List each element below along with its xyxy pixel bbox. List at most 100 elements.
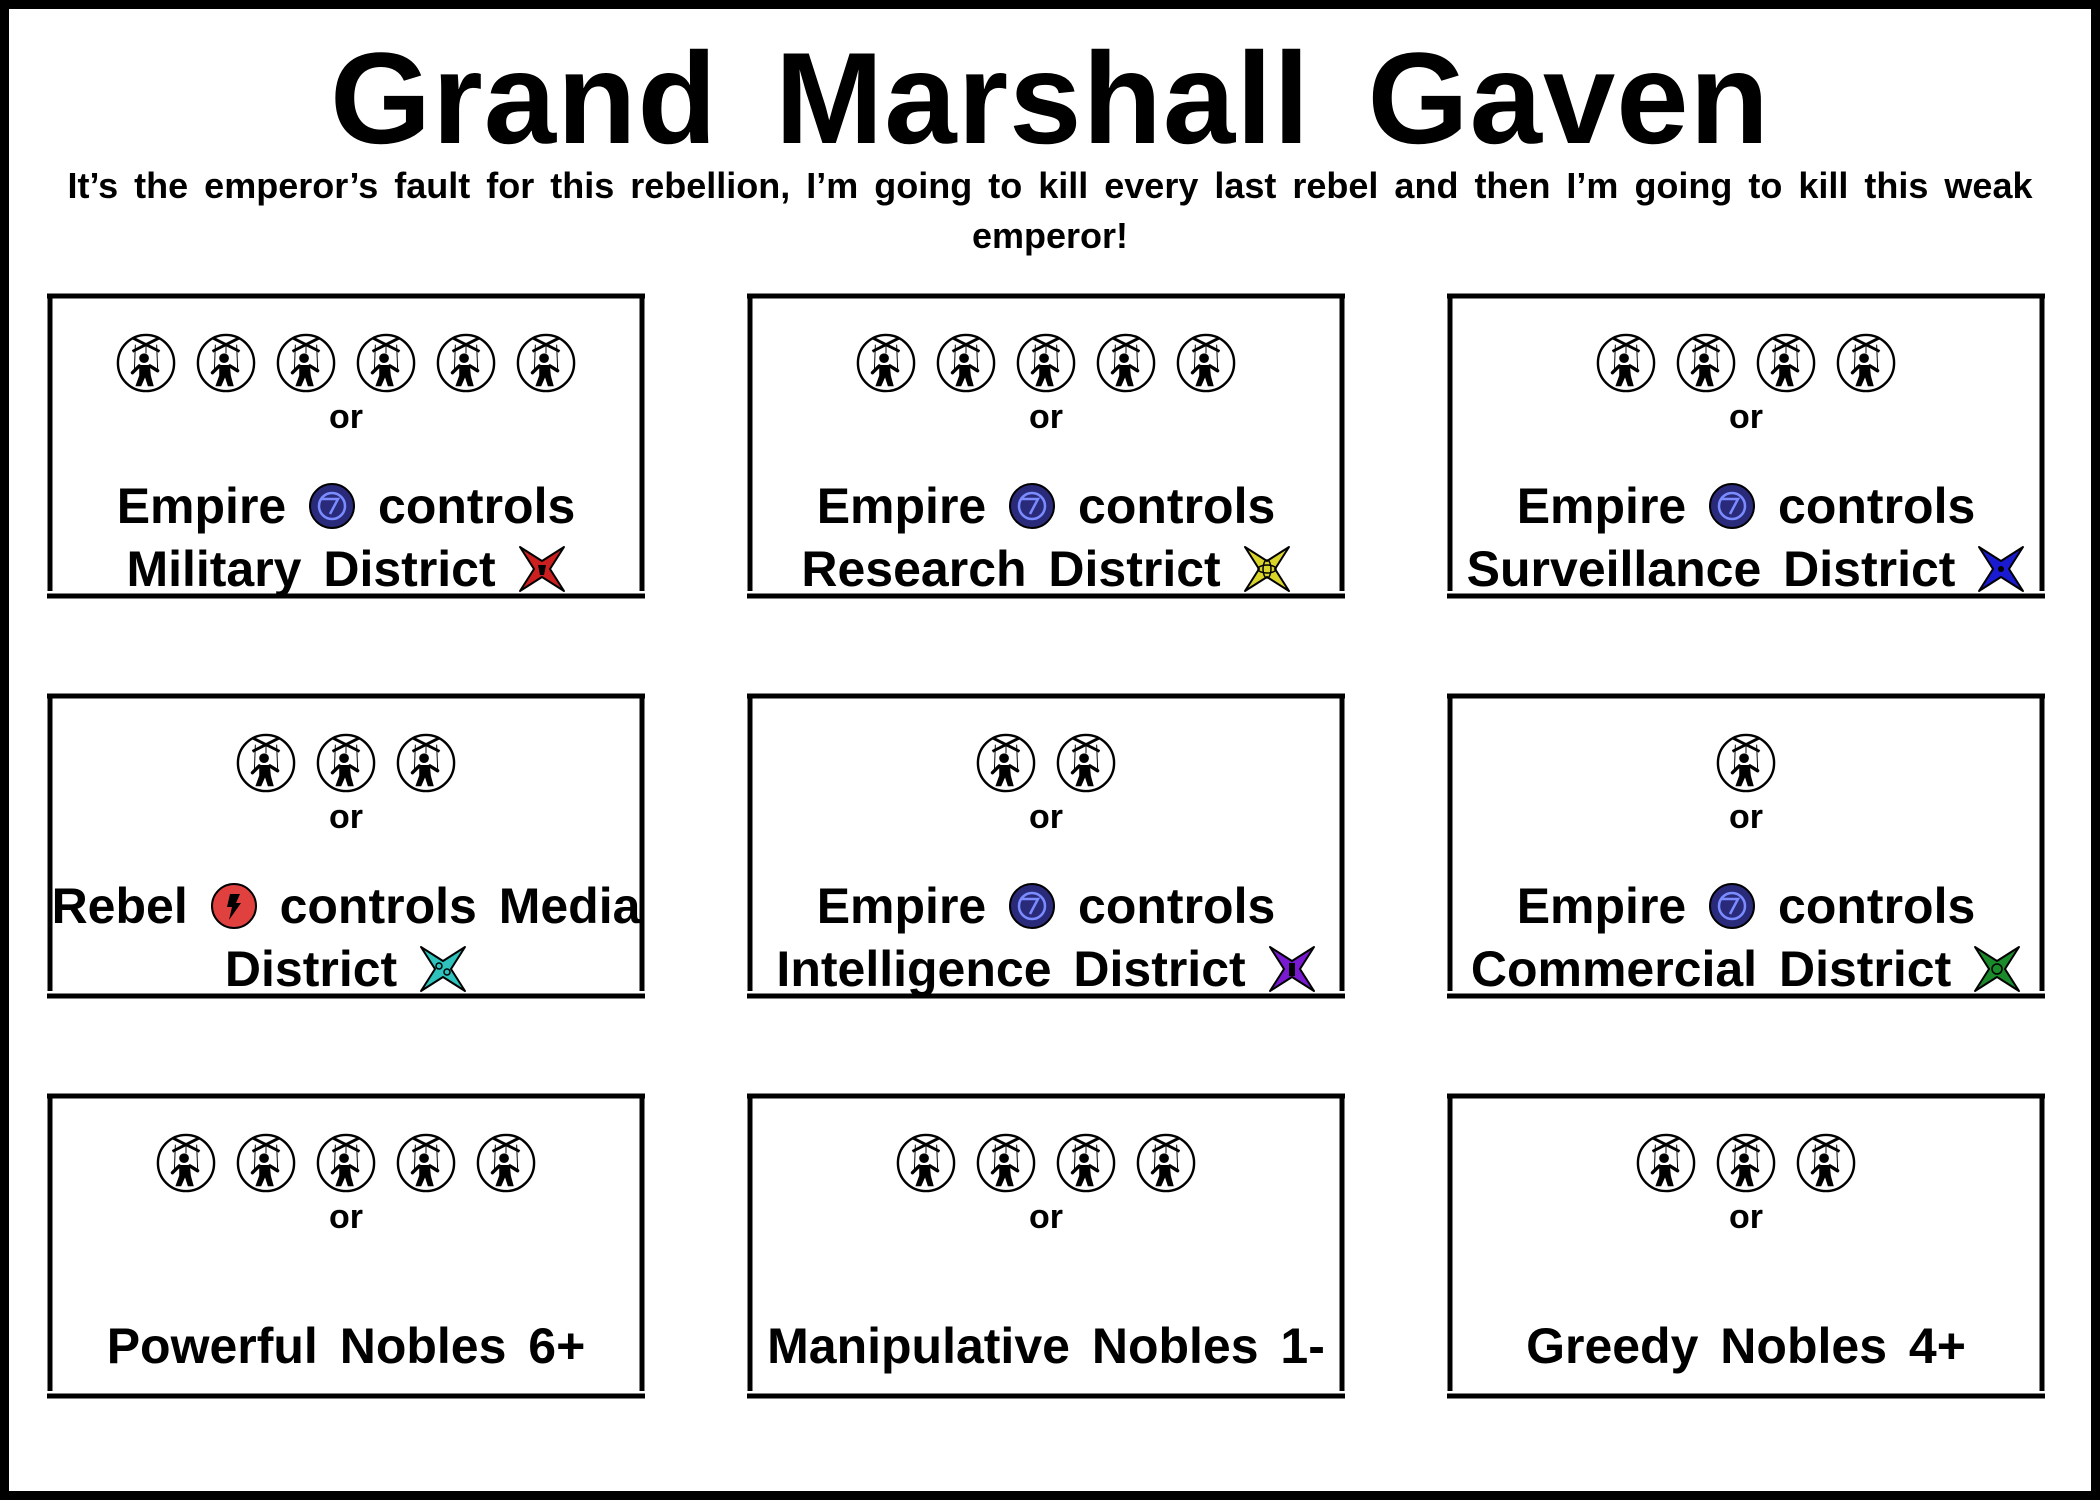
district-name: Research District [801,541,1221,597]
or-label: or [329,1198,363,1236]
objective-card-media: or Rebel controls Media District [47,693,645,999]
military-district-icon [518,545,566,593]
research-district-icon [1243,545,1291,593]
condition-verb: controls [1778,878,1976,934]
puppet-icon [896,1133,956,1193]
puppet-cost-row [747,732,1345,796]
district-name: Commercial District [1470,941,1952,997]
or-label: or [1029,398,1063,436]
puppet-icon [356,333,416,393]
surveillance-district-icon [1977,545,2025,593]
puppet-icon [196,333,256,393]
district-condition: Empire controls Surveillance District [1449,475,2043,601]
or-label: or [1729,798,1763,836]
puppet-icon [276,333,336,393]
empire-icon [1008,882,1056,930]
puppet-cost-row [47,1132,645,1196]
character-quote: It’s the emperor’s fault for this rebell… [67,165,2033,256]
puppet-icon [316,1133,376,1193]
objective-card-powerful-nobles: or Powerful Nobles 6+ [47,1093,645,1399]
puppet-icon [1836,333,1896,393]
puppet-cost-row [1447,1132,2045,1196]
card-frame [747,693,1345,999]
intelligence-district-icon [1268,945,1316,993]
objective-card-greedy-nobles: or Greedy Nobles 4+ [1447,1093,2045,1399]
commercial-district-icon [1973,945,2021,993]
puppet-icon [236,1133,296,1193]
card-frame [1447,693,2045,999]
rebel-icon [210,882,258,930]
district-condition: Empire controls Intelligence District [749,875,1343,1001]
puppet-icon [396,1133,456,1193]
puppet-icon [976,733,1036,793]
empire-icon [308,482,356,530]
puppet-icon [116,333,176,393]
puppet-icon [316,733,376,793]
puppet-icon [236,733,296,793]
puppet-icon [1796,1133,1856,1193]
puppet-cost-row [47,732,645,796]
or-label: or [329,798,363,836]
condition-verb: controls [1778,478,1976,534]
condition-verb: controls [1078,878,1276,934]
faction-name: Empire [1516,478,1687,534]
card-frame [1447,1093,2045,1399]
objective-card-surveillance: or Empire controls Surveillance District [1447,293,2045,599]
empire-icon [1708,882,1756,930]
puppet-icon [976,1133,1036,1193]
puppet-icon [1136,1133,1196,1193]
puppet-icon [1596,333,1656,393]
puppet-icon [1056,1133,1116,1193]
puppet-icon [1716,733,1776,793]
puppet-icon [476,1133,536,1193]
card-frame [47,1093,645,1399]
objective-card-manipulative-nobles: or Manipulative Nobles 1- [747,1093,1345,1399]
puppet-icon [156,1133,216,1193]
or-label: or [1029,798,1063,836]
district-name: Military District [126,541,496,597]
condition-verb: controls Media [279,878,641,934]
district-name: Intelligence District [776,941,1246,997]
puppet-cost-row [1447,732,2045,796]
puppet-icon [516,333,576,393]
puppet-cost-row [747,1132,1345,1196]
objective-card-research: or Empire controls Research District [747,293,1345,599]
puppet-icon [1636,1133,1696,1193]
empire-icon [1708,482,1756,530]
district-condition: Empire controls Commercial District [1449,875,2043,1001]
puppet-icon [1176,333,1236,393]
nobles-condition: Manipulative Nobles 1- [767,1318,1325,1374]
faction-name: Empire [816,478,987,534]
puppet-icon [1056,733,1116,793]
puppet-icon [1756,333,1816,393]
puppet-cost-row [1447,332,2045,396]
card-frame [747,1093,1345,1399]
district-name: Surveillance District [1466,541,1956,597]
objective-card-intelligence: or Empire controls Intelligence District [747,693,1345,999]
puppet-cost-row [747,332,1345,396]
faction-name: Rebel [51,878,188,934]
puppet-icon [856,333,916,393]
or-label: or [1729,1198,1763,1236]
or-label: or [1029,1198,1063,1236]
or-label: or [1729,398,1763,436]
district-condition: Empire controls Research District [749,475,1343,601]
puppet-icon [1676,333,1736,393]
district-name: District [224,941,398,997]
empire-icon [1008,482,1056,530]
or-label: or [329,398,363,436]
faction-name: Empire [816,878,987,934]
card-frame [47,693,645,999]
puppet-icon [1096,333,1156,393]
puppet-icon [936,333,996,393]
puppet-icon [1016,333,1076,393]
district-condition: Rebel controls Media District [49,875,643,1001]
condition-verb: controls [1078,478,1276,534]
puppet-cost-row [47,332,645,396]
card-frame [747,293,1345,599]
puppet-icon [396,733,456,793]
condition-verb: controls [378,478,576,534]
card-frame [47,293,645,599]
puppet-icon [1716,1133,1776,1193]
